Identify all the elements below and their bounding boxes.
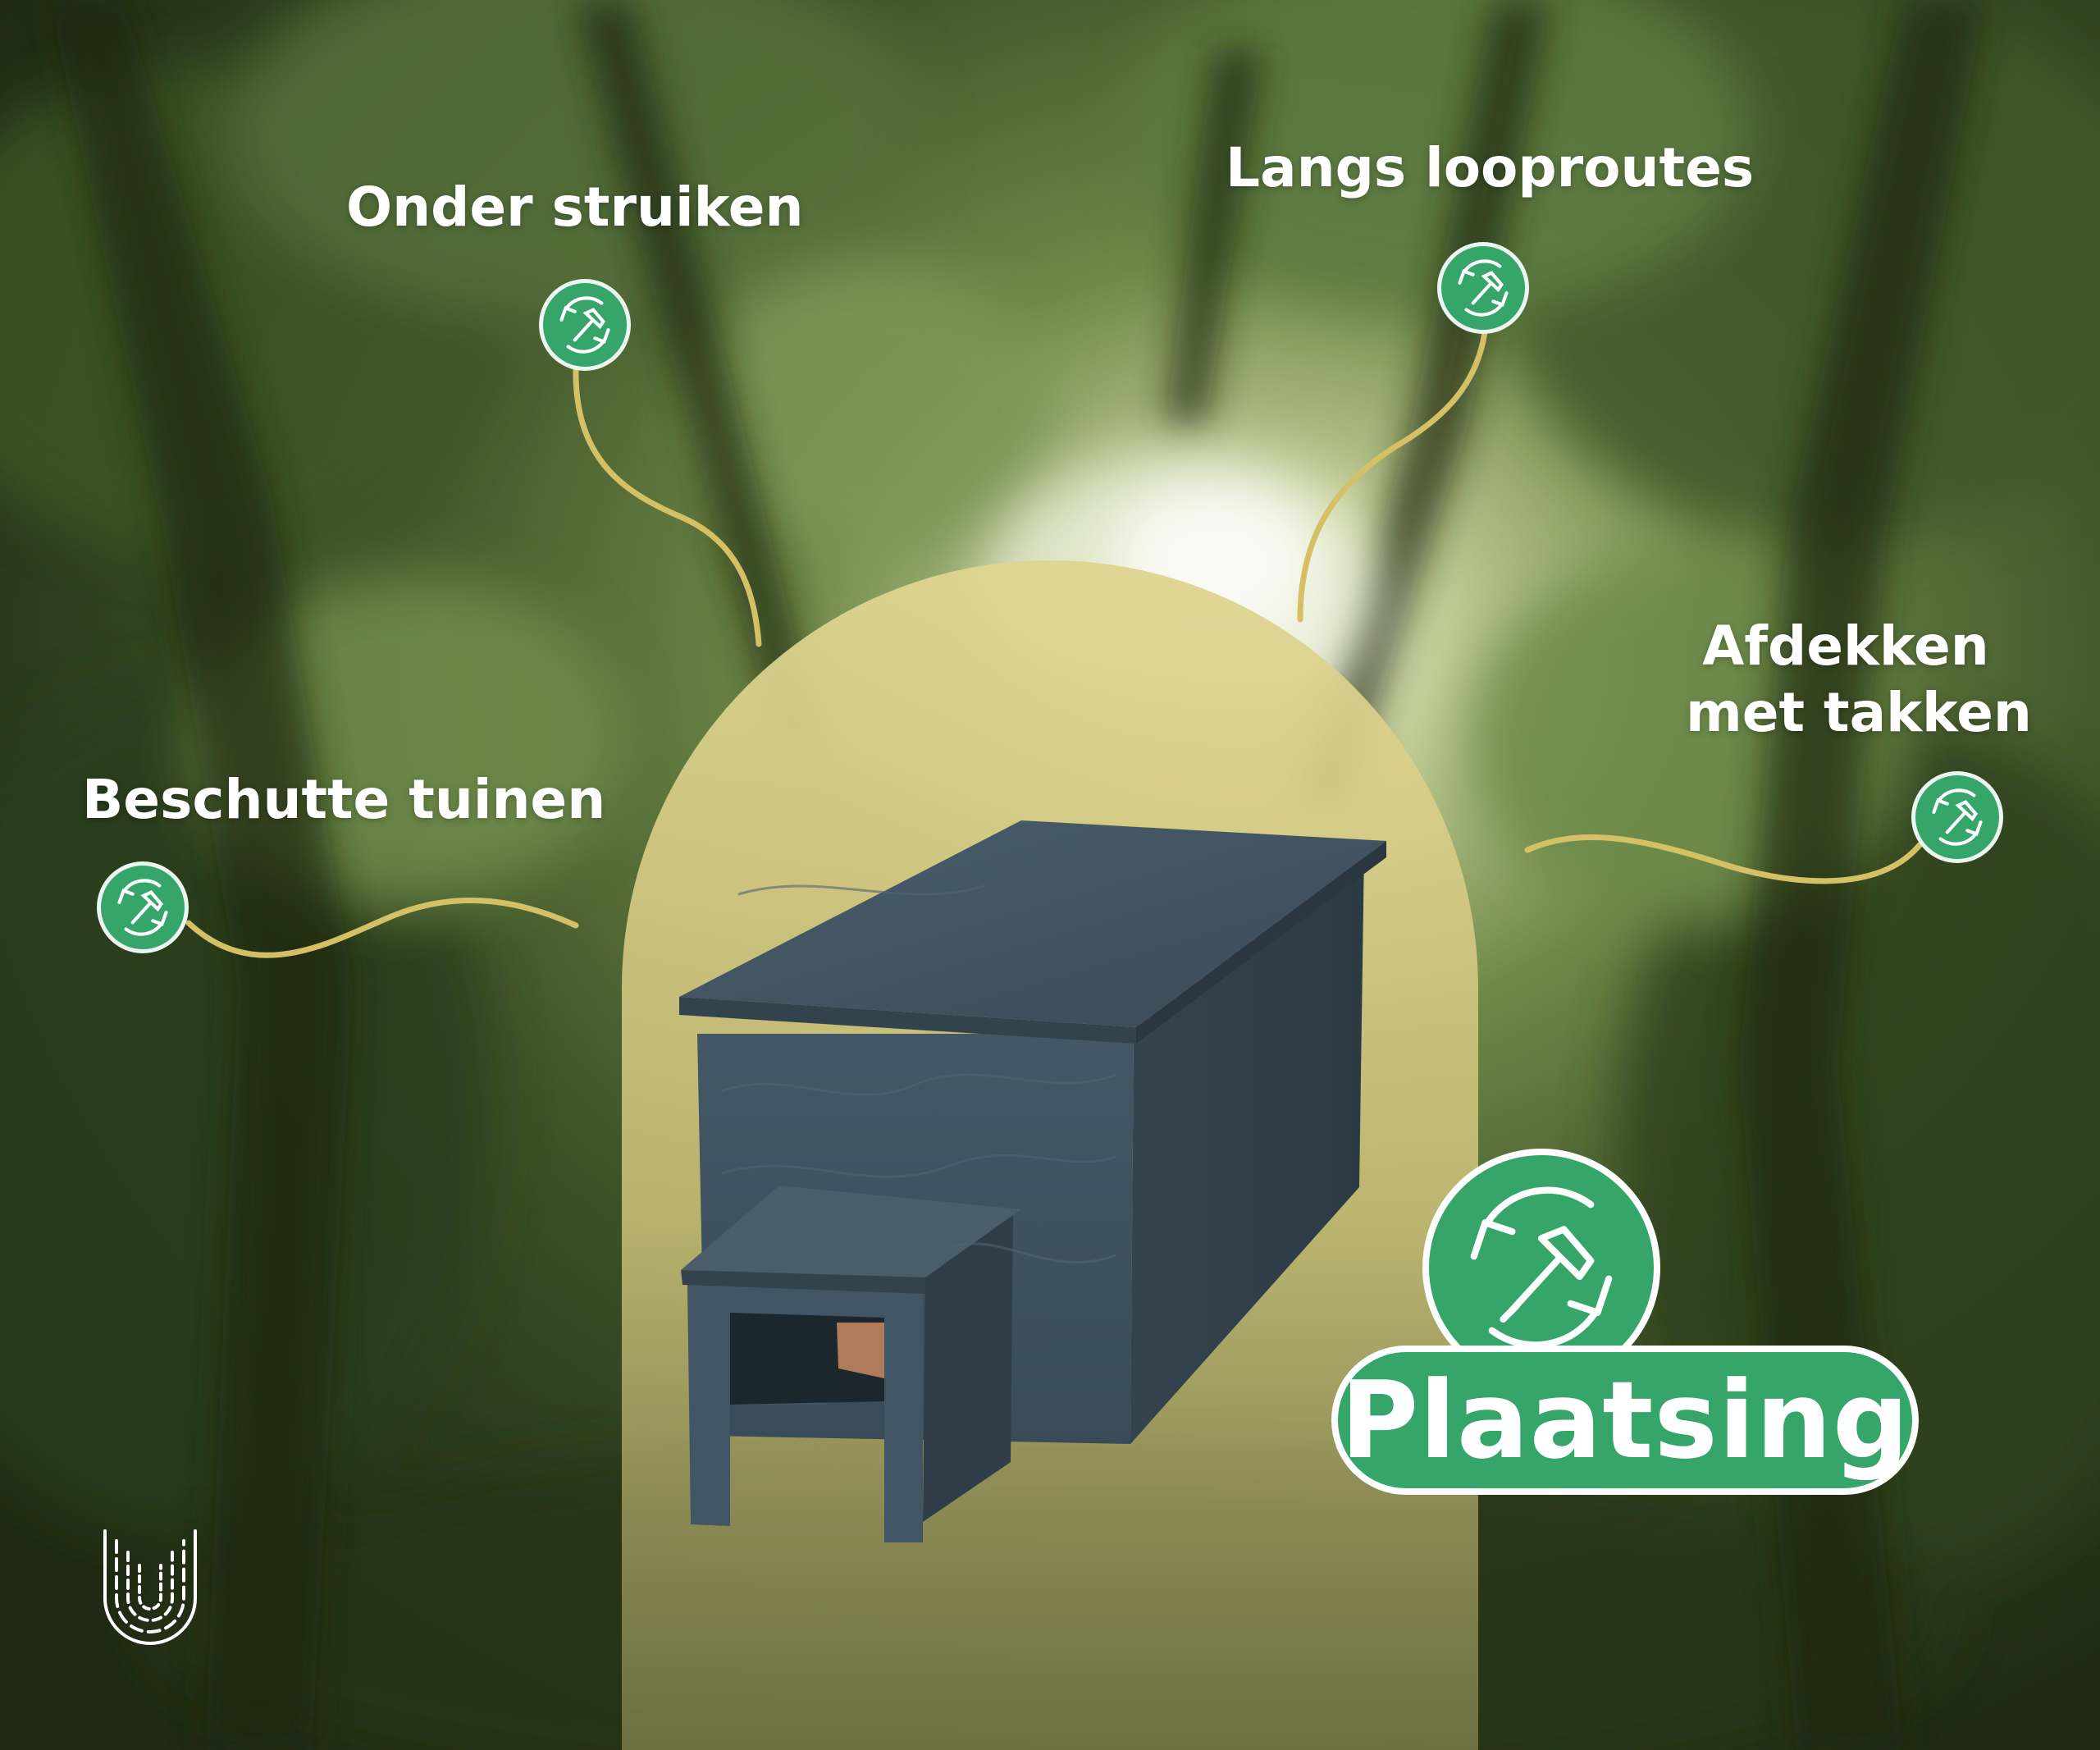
hammer-recycle-icon	[559, 296, 610, 354]
hammer-recycle-icon	[1932, 788, 1983, 846]
label-afdekken-line2: met takken	[1686, 680, 2032, 744]
pin-afdekken-met-takken	[1911, 771, 2003, 863]
label-beschutte-tuinen: Beschutte tuinen	[82, 768, 606, 831]
label-langs-looproutes: Langs looproutes	[1226, 136, 1755, 199]
label-afdekken-line1: Afdekken	[1702, 615, 1989, 678]
striped-u-logo-icon	[97, 1524, 203, 1649]
pin-beschutte-tuinen	[97, 861, 189, 953]
label-onder-struiken: Onder struiken	[346, 176, 804, 239]
badge-text: Plaatsing	[1340, 1358, 1910, 1483]
badge-plaatsing: Plaatsing	[1331, 1346, 1919, 1495]
pin-langs-looproutes	[1437, 242, 1529, 334]
hammer-recycle-icon	[1470, 1186, 1613, 1349]
hammer-recycle-icon	[1458, 259, 1509, 317]
label-afdekken-met-takken: Afdekken met takken	[1686, 614, 2032, 746]
pin-onder-struiken	[539, 279, 631, 371]
hammer-recycle-icon	[117, 879, 168, 936]
